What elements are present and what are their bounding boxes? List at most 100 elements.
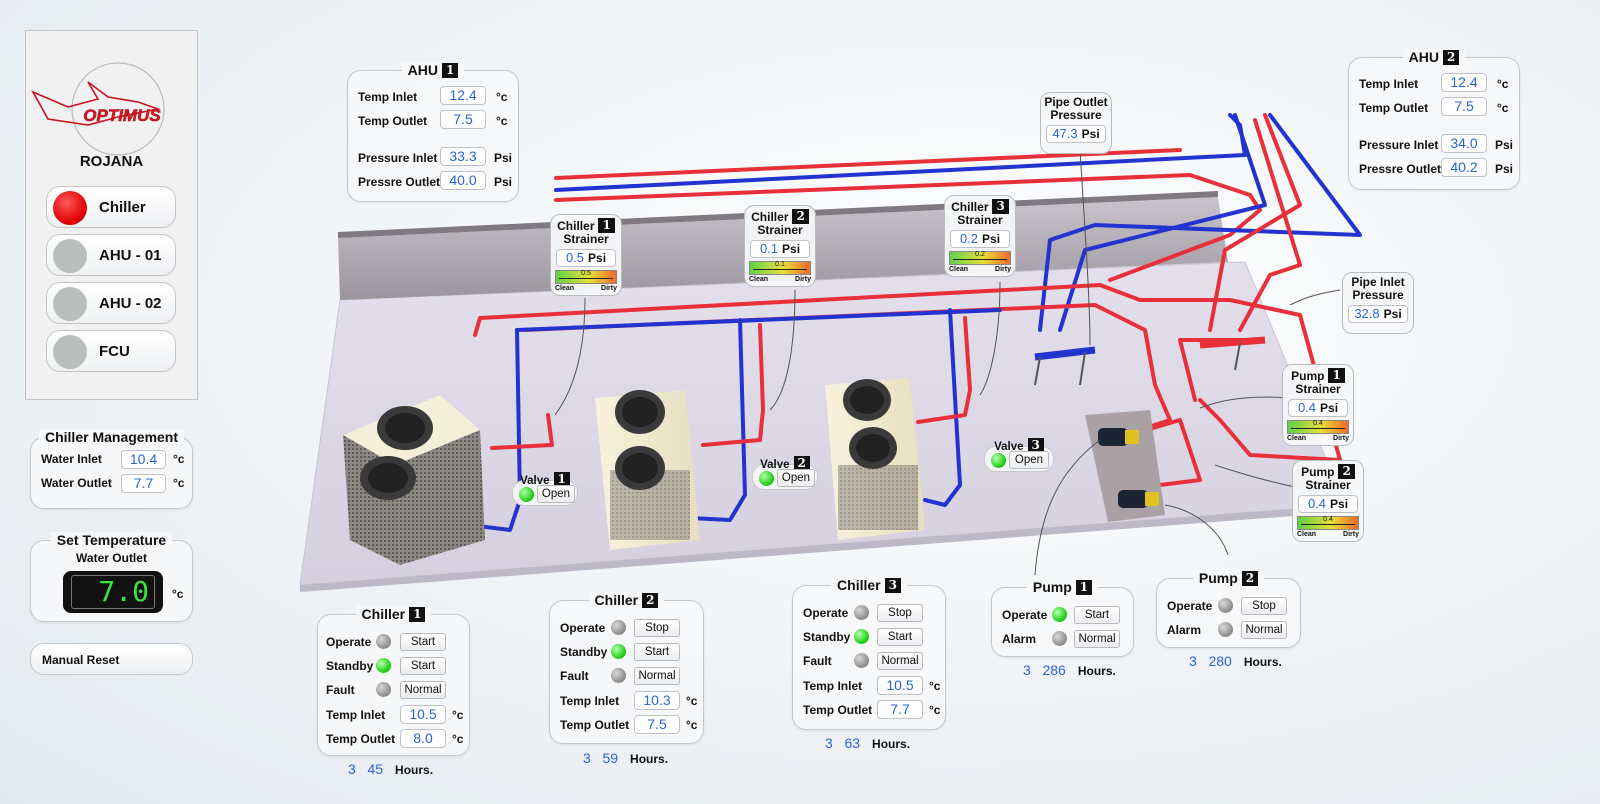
water-outlet-value: 7.7 (121, 474, 166, 493)
alarm-label: Alarm (1002, 632, 1037, 646)
temp-inlet-value: 10.5 (877, 676, 923, 695)
alarm-button[interactable]: Normal (1074, 630, 1120, 648)
pressure-value: 0.5 (565, 250, 585, 265)
unit-label: °c (686, 718, 698, 732)
water-inlet-value: 10.4 (121, 450, 166, 469)
nav-fcu[interactable]: FCU (46, 330, 176, 372)
nav-ahu-01[interactable]: AHU - 01 (46, 234, 176, 276)
fault-button[interactable]: Normal (400, 681, 446, 699)
temp-outlet-label: Temp Outlet (1359, 101, 1429, 115)
gauge-value: 0.2 (975, 251, 985, 258)
gauge-value: 0.4 (1323, 516, 1333, 523)
valve-status-led (759, 471, 774, 486)
unit-number: 3 (884, 578, 901, 593)
unit-label: Psi (494, 175, 513, 189)
operate-button[interactable]: Stop (877, 604, 923, 622)
operate-button[interactable]: Start (400, 633, 446, 651)
operate-led (854, 605, 869, 620)
nav-label: Chiller (99, 199, 146, 216)
unit-label: °c (1497, 101, 1509, 115)
strainer-subtitle: Strainer (563, 232, 609, 246)
unit-label: Psi (1081, 127, 1100, 141)
temp-inlet-label: Temp Inlet (358, 90, 418, 104)
panel-title: Chiller (837, 577, 881, 593)
unit-number: 2 (1241, 571, 1259, 586)
panel-title: AHU (407, 62, 438, 78)
temp-inlet-label: Temp Inlet (326, 708, 386, 722)
pump-motor-2 (1118, 490, 1159, 508)
operate-label: Operate (1002, 608, 1048, 622)
pressure-outlet-value: 40.0 (440, 171, 486, 190)
dirty-label: Dirty (1343, 531, 1359, 538)
standby-led (376, 658, 391, 673)
pressure-outlet-label: Pressre Outlet (1359, 162, 1442, 176)
chiller-management-panel: Chiller Management Water Inlet 10.4 °c W… (30, 429, 193, 509)
unit-label: Psi (588, 251, 607, 265)
unit-label: °c (452, 732, 464, 746)
strainer-subtitle: Strainer (1305, 478, 1351, 492)
standby-button[interactable]: Start (877, 628, 923, 646)
strainer-subtitle: Strainer (757, 223, 803, 237)
unit-label: °c (452, 708, 464, 722)
setpoint-display[interactable]: 7.0 (63, 571, 163, 613)
unit-number: 3 (1027, 438, 1044, 453)
manual-reset-button[interactable]: Manual Reset (30, 643, 193, 675)
operate-button[interactable]: Stop (634, 619, 680, 637)
site-name: ROJANA (79, 153, 144, 170)
valve-state-button[interactable]: Open (537, 485, 575, 503)
status-indicator (53, 287, 87, 321)
sidebar: OPTIMUS ROJANA Chiller AHU - 01 AHU - 02… (25, 30, 198, 400)
operate-label: Operate (803, 606, 849, 620)
nav-ahu-02[interactable]: AHU - 02 (46, 282, 176, 324)
valve-title: Valve (760, 459, 790, 471)
operate-led (1218, 598, 1233, 613)
valve-state-button[interactable]: Open (1009, 451, 1049, 469)
temp-inlet-value: 10.3 (634, 691, 680, 710)
button-label: Manual Reset (42, 653, 120, 667)
nav-label: AHU - 01 (99, 247, 162, 264)
valve-title: Valve (520, 475, 550, 487)
clean-label: Clean (749, 276, 769, 283)
unit-label: Psi (782, 242, 801, 256)
unit-number: 2 (793, 456, 810, 471)
nav-label: AHU - 02 (99, 295, 162, 312)
operate-button[interactable]: Stop (1241, 597, 1287, 615)
dirty-label: Dirty (995, 266, 1011, 273)
clean-label: Clean (949, 266, 969, 273)
strainer-subtitle: Strainer (1295, 382, 1341, 396)
strainer-title: Chiller (557, 219, 595, 233)
status-indicator (53, 335, 87, 369)
standby-button[interactable]: Start (634, 643, 680, 661)
unit-label: Psi (494, 151, 513, 165)
panel-title: AHU (1408, 49, 1439, 65)
operate-led (376, 634, 391, 649)
clean-label: Clean (1297, 531, 1317, 538)
alarm-button[interactable]: Normal (1241, 621, 1287, 639)
operate-label: Operate (1167, 599, 1213, 613)
operate-button[interactable]: Start (1074, 606, 1120, 624)
operate-label: Operate (560, 621, 606, 635)
temp-inlet-label: Temp Inlet (560, 694, 620, 708)
unit-label: Psi (982, 232, 1001, 246)
fault-button[interactable]: Normal (634, 667, 680, 685)
panel-title: Pipe Outlet (1044, 95, 1108, 109)
standby-button[interactable]: Start (400, 657, 446, 675)
nav-chiller[interactable]: Chiller (46, 186, 176, 228)
fault-button[interactable]: Normal (877, 652, 923, 670)
temp-outlet-value: 7.5 (634, 715, 680, 734)
pressure-value: 0.4 (1297, 400, 1317, 415)
valve-state-button[interactable]: Open (777, 469, 815, 487)
